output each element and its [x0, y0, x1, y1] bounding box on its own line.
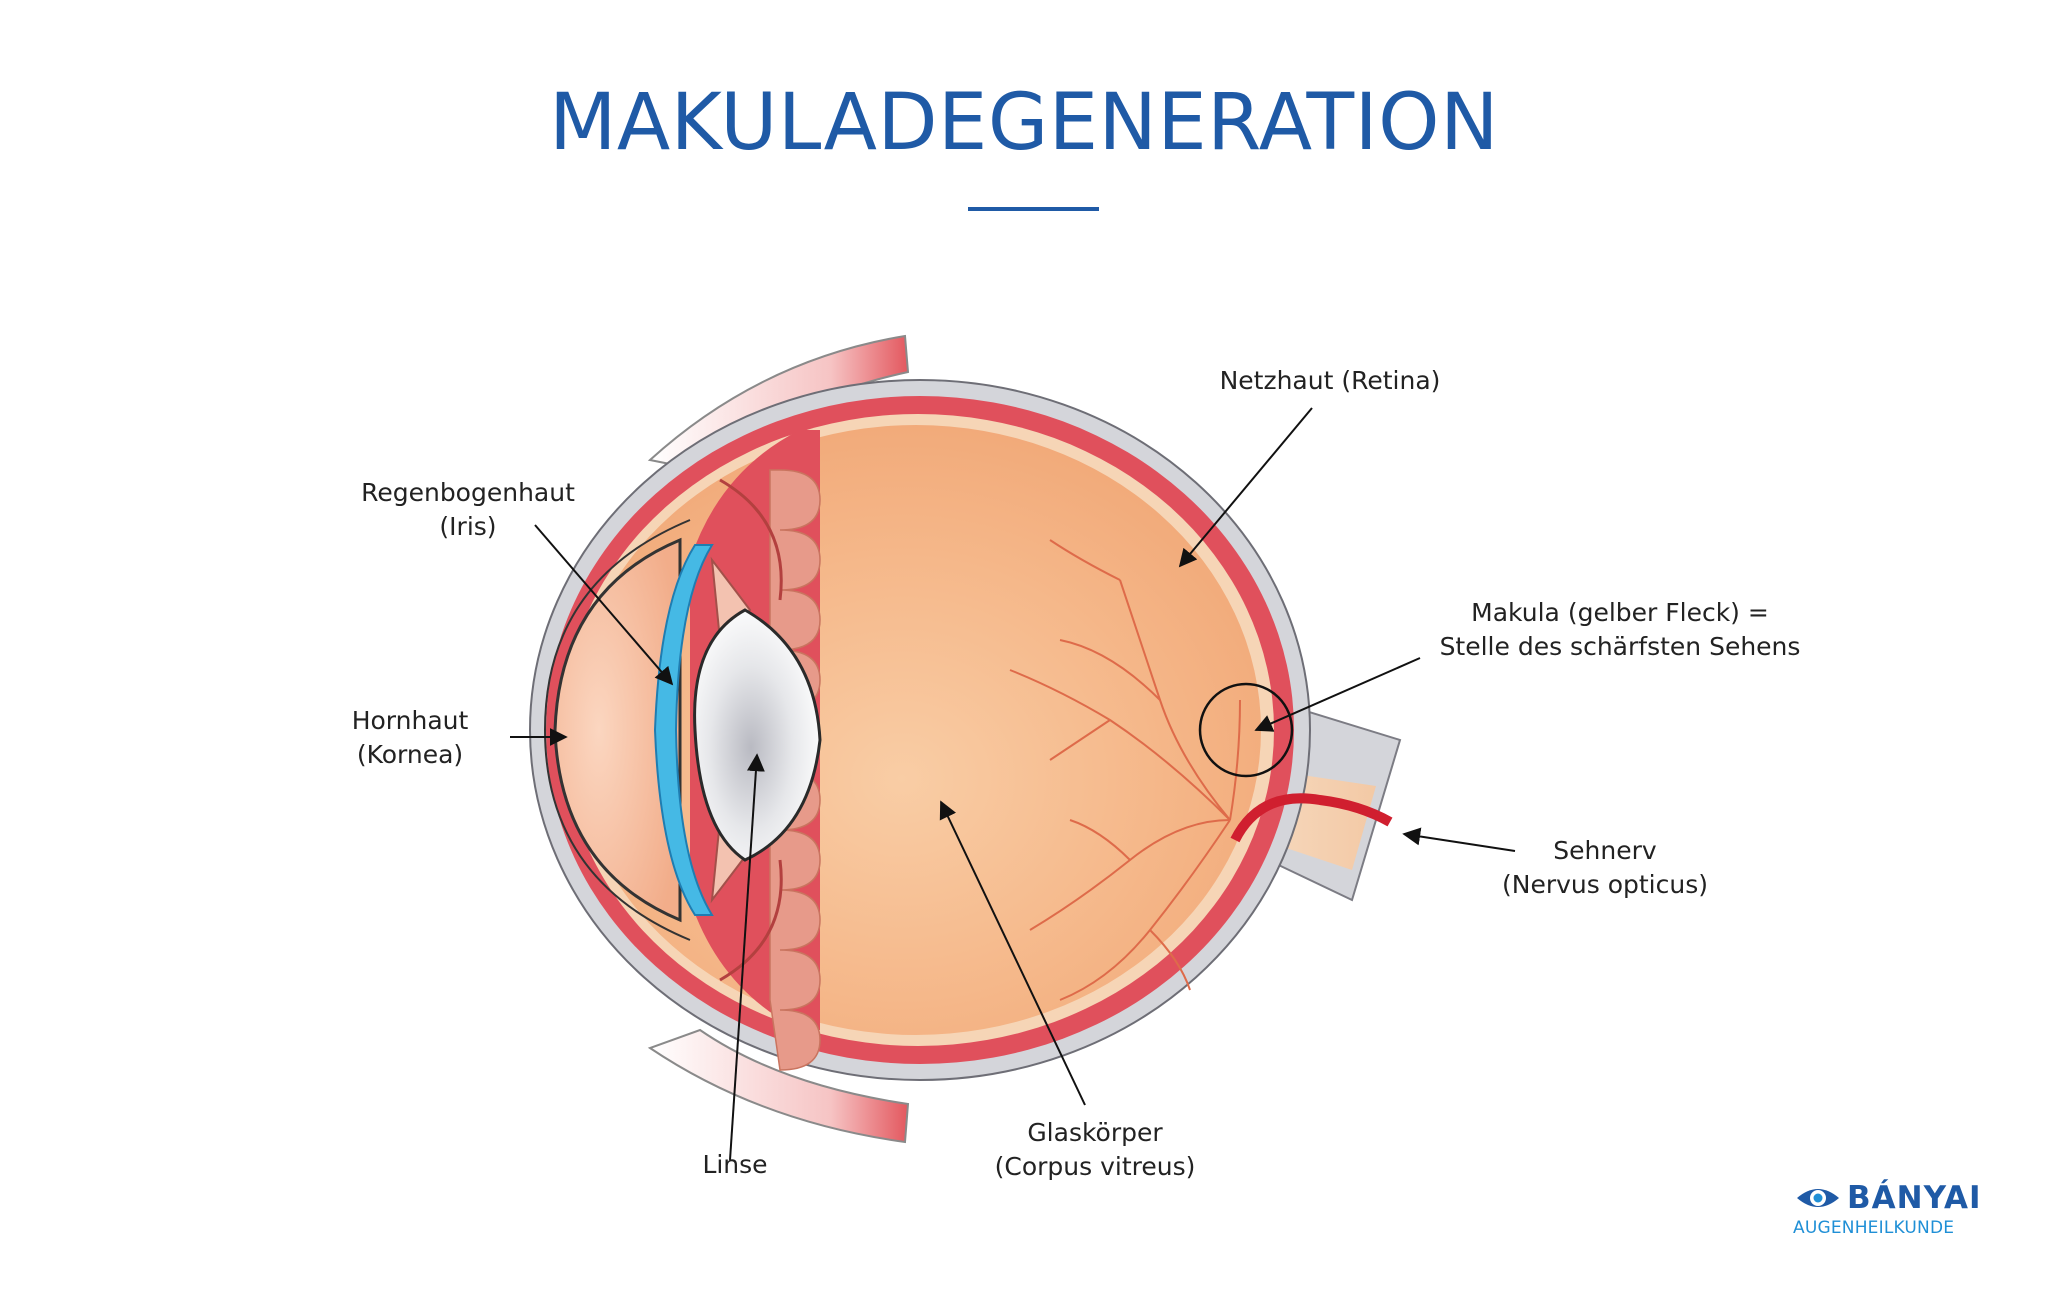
cornea-outline	[543, 519, 691, 941]
logo-name: BÁNYAI	[1847, 1180, 1982, 1216]
label-cornea: Hornhaut (Kornea)	[335, 704, 485, 772]
label-iris-line2: (Iris)	[439, 512, 497, 541]
label-iris-line1: Regenbogenhaut	[361, 478, 575, 507]
zonule-top	[719, 478, 783, 601]
central-retinal-artery	[1230, 793, 1393, 843]
label-lens-line1: Linse	[702, 1150, 768, 1179]
retinal-vessels	[1009, 539, 1241, 1001]
macula-circle	[1198, 682, 1294, 778]
eye-icon	[1797, 1189, 1839, 1207]
label-macula: Makula (gelber Fleck) = Stelle des schär…	[1430, 596, 1810, 664]
title-underline	[968, 207, 1099, 211]
label-vitreous: Glaskörper (Corpus vitreus)	[980, 1116, 1210, 1184]
label-optic-nerve-line2: (Nervus opticus)	[1501, 870, 1708, 899]
label-cornea-line2: (Kornea)	[356, 740, 464, 769]
label-vitreous-line2: (Corpus vitreus)	[994, 1152, 1196, 1181]
label-optic-nerve-line1: Sehnerv	[1553, 836, 1657, 865]
lens	[693, 608, 822, 862]
label-vitreous-line1: Glaskörper	[1027, 1118, 1163, 1147]
cornea-epithelium	[653, 544, 714, 916]
label-iris: Regenbogenhaut (Iris)	[353, 476, 583, 544]
label-retina-line1: Netzhaut (Retina)	[1219, 366, 1441, 395]
label-macula-line2: Stelle des schärfsten Sehens	[1439, 632, 1801, 661]
label-macula-line1: Makula (gelber Fleck) =	[1471, 598, 1769, 627]
zonule-bottom	[719, 859, 783, 982]
label-cornea-line1: Hornhaut	[351, 706, 469, 735]
pointer-lines	[510, 407, 1516, 1161]
lower-eyelid	[647, 1028, 910, 1144]
page-title: MAKULADEGENERATION	[549, 78, 1499, 168]
label-optic-nerve: Sehnerv (Nervus opticus)	[1490, 834, 1720, 902]
label-lens: Linse	[690, 1148, 780, 1182]
brand-logo: BÁNYAI AUGENHEILKUNDE	[1793, 1180, 1981, 1240]
logo-subtitle: AUGENHEILKUNDE	[1793, 1218, 1955, 1238]
label-retina: Netzhaut (Retina)	[1210, 364, 1450, 398]
